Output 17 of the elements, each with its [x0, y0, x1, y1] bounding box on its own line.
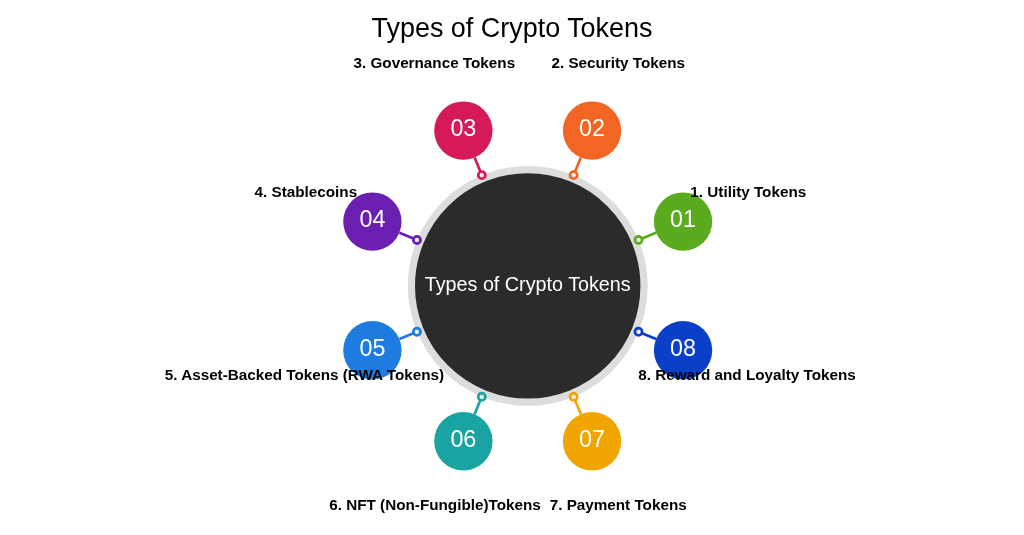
connector: [568, 157, 583, 181]
node-label: 7. Payment Tokens: [549, 495, 687, 513]
diagram-title: Types of Crypto Tokens: [371, 13, 653, 44]
connector: [398, 231, 422, 245]
node-circle: 03: [434, 101, 493, 160]
node-label: 6. NFT (Non-Fungible)Tokens: [329, 495, 541, 513]
connector: [633, 326, 657, 341]
connector: [398, 326, 422, 341]
connector: [633, 231, 657, 245]
connector: [473, 157, 487, 181]
node-circle: 02: [562, 101, 622, 160]
node-circle: 06: [434, 412, 493, 471]
connector: [473, 391, 487, 415]
connector: [568, 391, 583, 415]
node-label: 2. Security Tokens: [551, 53, 686, 71]
node-circle: 07: [562, 412, 622, 471]
node-label: 3. Governance Tokens: [353, 53, 516, 71]
